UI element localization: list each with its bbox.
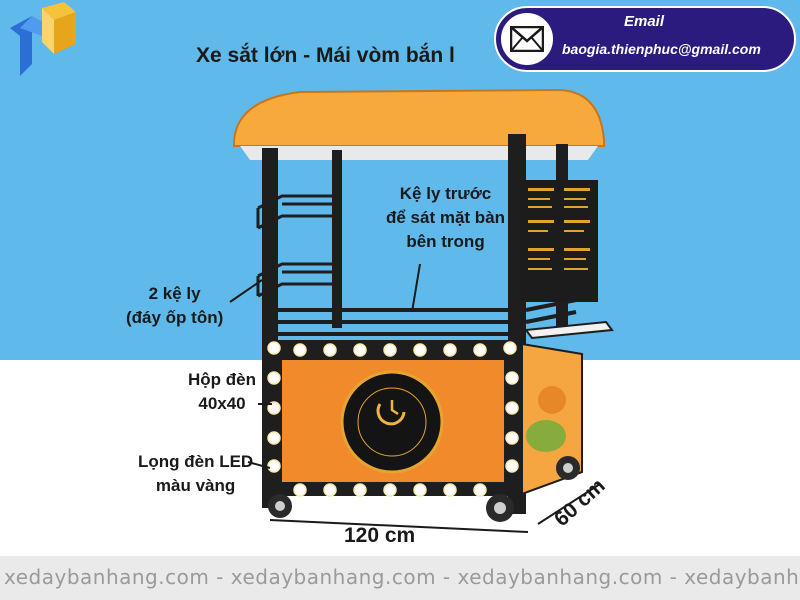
- company-logo: [10, 2, 76, 76]
- led-bulbs: [267, 341, 519, 497]
- note-light-box: Hộp đèn 40x40: [188, 368, 256, 416]
- dimension-width: 120 cm: [344, 524, 416, 547]
- footer-watermark[interactable]: xedaybanhang.com - xedaybanhang.com - xe…: [4, 565, 800, 589]
- brand-logo-circle: [340, 370, 444, 474]
- leader-front-rack: [411, 263, 421, 313]
- note-led-line2: màu vàng: [155, 476, 236, 495]
- canopy-roof: [233, 88, 605, 147]
- email-icon-circle: [498, 10, 556, 68]
- note-front-rack: Kệ ly trước để sát mặt bàn bên trong: [386, 182, 505, 254]
- email-address[interactable]: baogia.thienphuc@gmail.com: [562, 41, 761, 57]
- email-label: Email: [624, 13, 665, 30]
- menu-board: [520, 180, 598, 302]
- note-led: Lọng đèn LED màu vàng: [138, 450, 253, 498]
- leader-led: [247, 461, 271, 469]
- wheels: [268, 456, 580, 522]
- leader-side-rack: [229, 279, 263, 303]
- brand-cup-icon: [376, 403, 406, 426]
- menu-board-lines: [528, 188, 590, 270]
- note-led-line1: Lọng đèn LED: [138, 452, 254, 471]
- note-side-racks: 2 kệ ly (đáy ốp tôn): [126, 282, 223, 330]
- page-title: Xe sắt lớn - Mái vòm bắn l: [196, 44, 455, 67]
- note-side-racks-line1: 2 kệ ly: [148, 284, 201, 303]
- note-light-box-line1: Hộp đèn: [188, 370, 256, 389]
- note-side-racks-line2: (đáy ốp tôn): [126, 308, 224, 327]
- envelope-icon: [510, 26, 544, 52]
- footer-watermark-bar: xedaybanhang.com - xedaybanhang.com - xe…: [0, 556, 800, 600]
- side-rack-bottom: [256, 262, 334, 298]
- note-front-rack-line3: bên trong: [406, 232, 485, 251]
- note-light-box-line2: 40x40: [198, 394, 246, 413]
- canopy-underside: [240, 146, 598, 160]
- side-rack-top: [256, 194, 334, 230]
- post-back-left: [332, 150, 342, 328]
- note-front-rack-line2: để sát mặt bàn: [386, 208, 506, 227]
- note-front-rack-line1: Kệ ly trước: [399, 184, 492, 203]
- dim-line-depth: [537, 483, 601, 525]
- counter-rails: [278, 298, 577, 336]
- side-table: [524, 320, 614, 340]
- dim-line-width: [269, 519, 529, 533]
- email-badge[interactable]: Email baogia.thienphuc@gmail.com: [494, 6, 796, 72]
